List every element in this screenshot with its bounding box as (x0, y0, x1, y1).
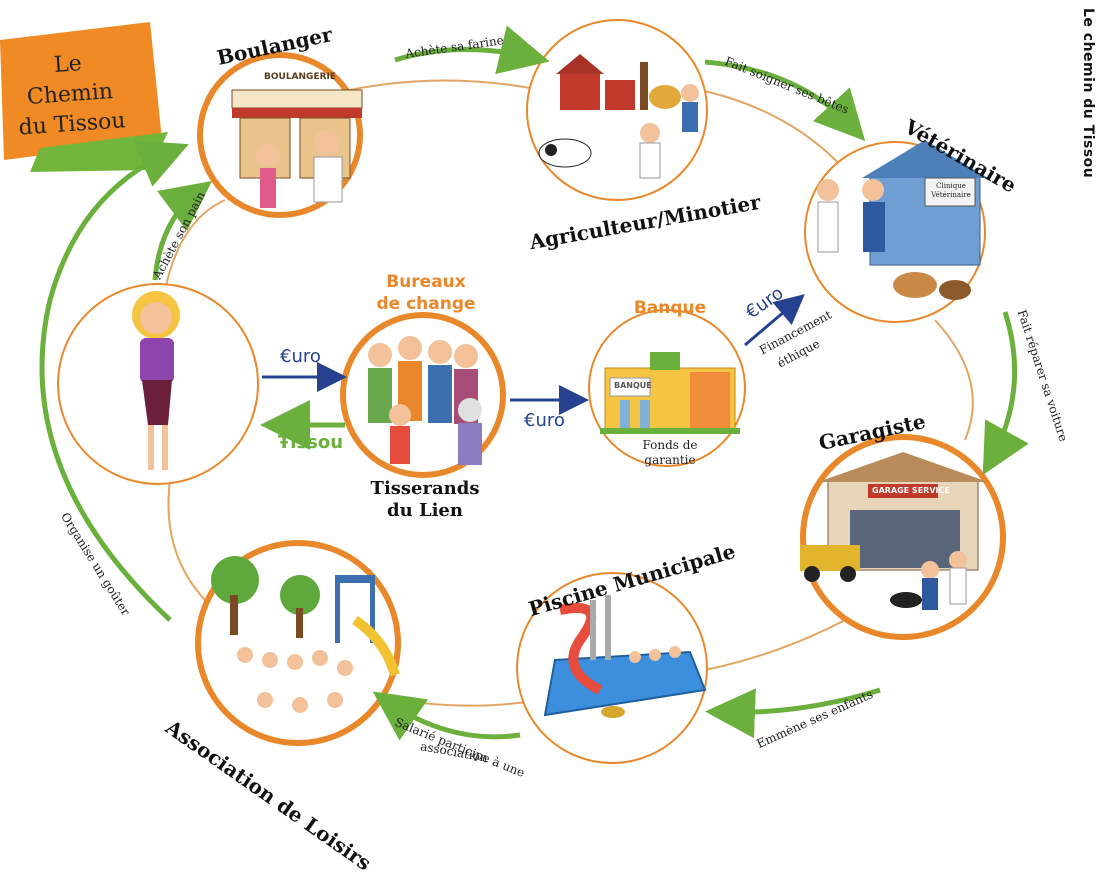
bureaux-subtitle-line2: du Lien (387, 500, 463, 521)
blue-arrows (262, 294, 805, 415)
bureaux-subtitle-line1: Tisserands (370, 478, 480, 499)
green-arrows (39, 25, 1029, 741)
people-illustration (368, 336, 482, 465)
side-title: Le chemin du Tissou (1080, 8, 1096, 179)
pool-illustration (543, 595, 707, 718)
bureaux-title-line1: Bureaux (386, 272, 466, 292)
diagram-svg (0, 19, 1029, 764)
bakery-sign: BOULANGERIE (264, 72, 337, 82)
banque-title: Banque (633, 298, 707, 318)
woman-illustration (132, 291, 180, 470)
logo: Le Chemin du Tissou (0, 20, 160, 170)
garage-sign: GARAGE SERVICE (872, 486, 950, 495)
farm-illustration (538, 54, 699, 179)
logo-text: Le Chemin du Tissou (17, 51, 127, 141)
node-circles (57, 19, 1006, 764)
leisure-illustration (211, 556, 400, 713)
bank-illustration (600, 352, 740, 434)
currency-euro-to-banque: €uro (524, 410, 565, 431)
vet-sign: Clinique Vétérinaire (931, 182, 971, 199)
banque-caption-line2: garantie (644, 453, 696, 467)
diagram-canvas: Le Chemin du Tissou Le chemin du Tissou … (0, 8, 1096, 875)
banque-caption-line1: Fonds de (642, 438, 698, 452)
bakery-illustration (231, 89, 363, 208)
vet-illustration (817, 140, 988, 300)
currency-euro-to-bureaux: €uro (280, 346, 321, 367)
garage-illustration (800, 452, 988, 610)
bank-sign: BANQUE (614, 381, 652, 390)
bureaux-title-line2: de change (376, 294, 476, 314)
currency-tissou: Ŧissou (278, 432, 344, 453)
